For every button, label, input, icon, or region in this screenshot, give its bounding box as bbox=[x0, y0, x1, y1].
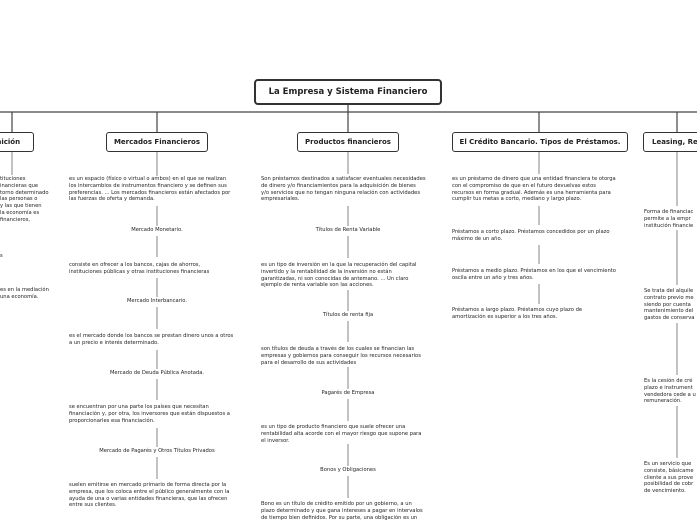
mercado-deuda-desc: se encuentran por una parte los países q… bbox=[69, 404, 230, 424]
definicion-text-1: tituciones inancieras que torno determin… bbox=[0, 176, 49, 223]
renta-variable-desc: es un tipo de inversión en la que la rec… bbox=[261, 262, 417, 289]
node-label: Mercado de Pagarés y Otros Títulos Priva… bbox=[99, 448, 215, 454]
pagares-empresa-node[interactable]: Pagarés de Empresa bbox=[288, 390, 408, 397]
topic-label: Leasing, Re bbox=[652, 138, 697, 146]
node-label: Mercado de Deuda Pública Anotada. bbox=[109, 370, 205, 376]
topic-productos-financieros[interactable]: Productos financieros bbox=[297, 132, 399, 152]
leasing-text-2: Se trata del alquile contrato previo me … bbox=[644, 288, 695, 322]
topic-mercados-financieros[interactable]: Mercados Financieros bbox=[106, 132, 208, 152]
prestamo-medio-plazo[interactable]: Préstamos a medio plazo. Préstamos en lo… bbox=[452, 268, 616, 281]
topic-leasing[interactable]: Leasing, Re bbox=[643, 132, 697, 152]
productos-intro: Son préstamos destinados a satisfacer ev… bbox=[261, 176, 426, 203]
definicion-text-3: es en la mediación una economía. bbox=[0, 287, 49, 300]
mercado-monetario-node[interactable]: Mercado Monetario. bbox=[87, 227, 227, 234]
mercado-interbancario-desc: es el mercado donde los bancos se presta… bbox=[69, 333, 234, 346]
topic-label: Mercados Financieros bbox=[113, 138, 201, 146]
bonos-node[interactable]: Bonos y Obligaciones bbox=[288, 467, 408, 474]
node-label: Títulos de Renta Variable bbox=[315, 227, 381, 233]
mercado-interbancario-node[interactable]: Mercado Interbancario. bbox=[87, 298, 227, 305]
node-label: Pagarés de Empresa bbox=[321, 390, 375, 396]
node-label: Mercado Monetario. bbox=[131, 227, 183, 233]
mercado-pagares-node[interactable]: Mercado de Pagarés y Otros Títulos Priva… bbox=[77, 448, 237, 455]
node-label: Mercado Interbancario. bbox=[126, 298, 188, 304]
prestamo-largo-plazo[interactable]: Préstamos a largo plazo. Préstamos cuyo … bbox=[452, 307, 583, 320]
mercado-deuda-node[interactable]: Mercado de Deuda Pública Anotada. bbox=[87, 370, 227, 377]
prestamo-corto-plazo[interactable]: Préstamos a corto plazo. Préstamos conce… bbox=[452, 229, 610, 242]
topic-credito-bancario[interactable]: El Crédito Bancario. Tipos de Préstamos. bbox=[452, 132, 628, 152]
mercado-monetario-desc: consiste en ofrecer a los bancos, cajas … bbox=[69, 262, 210, 275]
leasing-text-3: Es la cesión de cré plazo e instrument v… bbox=[644, 378, 696, 405]
credito-intro: es un préstamo de dinero que una entidad… bbox=[452, 176, 616, 203]
renta-fija-desc: son títulos de deuda a través de los cua… bbox=[261, 346, 421, 366]
mercados-intro: es un espacio (físico o virtual o ambos)… bbox=[69, 176, 231, 203]
root-title: La Empresa y Sistema Financiero bbox=[268, 87, 428, 97]
leasing-text-1: Forma de financiac permite a la empr ins… bbox=[644, 209, 694, 229]
topic-label: inición bbox=[0, 138, 21, 146]
bonos-desc: Bono es un título de crédito emitido por… bbox=[261, 501, 423, 521]
node-label: Títulos de renta fija bbox=[322, 312, 374, 318]
root-node[interactable]: La Empresa y Sistema Financiero bbox=[254, 79, 442, 105]
node-label: Bonos y Obligaciones bbox=[320, 467, 376, 473]
renta-fija-node[interactable]: Títulos de renta fija bbox=[288, 312, 408, 319]
topic-definicion[interactable]: inición bbox=[0, 132, 34, 152]
topic-label: Productos financieros bbox=[305, 138, 391, 146]
renta-variable-node[interactable]: Títulos de Renta Variable bbox=[288, 227, 408, 234]
topic-label: El Crédito Bancario. Tipos de Préstamos. bbox=[459, 138, 621, 146]
leasing-text-4: Es un servicio que consiste, básicame cl… bbox=[644, 461, 694, 495]
pagares-empresa-desc: es un tipo de producto financiero que su… bbox=[261, 424, 422, 444]
definicion-text-2: s bbox=[0, 253, 3, 259]
mercado-pagares-desc: suelen emitirse en mercado primario de f… bbox=[69, 482, 230, 509]
